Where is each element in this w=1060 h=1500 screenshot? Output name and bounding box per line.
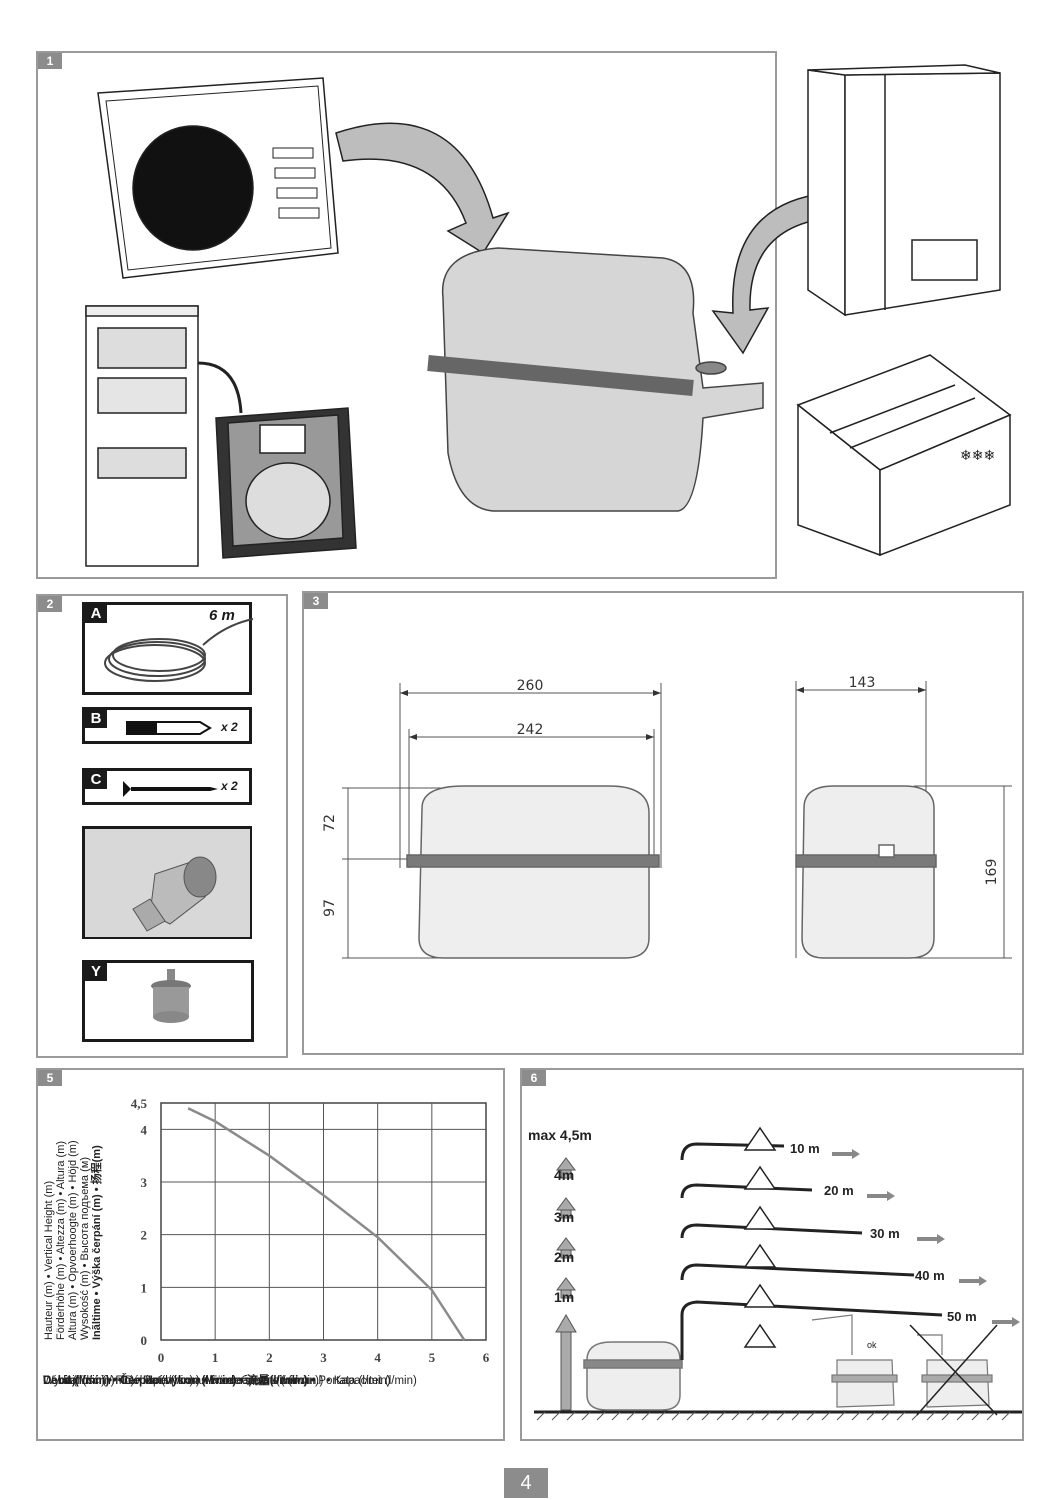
- dimension-97-label: 97: [322, 899, 338, 917]
- plug-icon: [151, 969, 191, 1023]
- y-tick-label: 1: [141, 1280, 148, 1295]
- ok-label: ok: [867, 1340, 877, 1350]
- height-label-4m: 4m: [554, 1167, 574, 1183]
- kit-item-screws: C x 2: [82, 768, 252, 805]
- x-tick-label: 3: [320, 1350, 327, 1365]
- incorrect-installation-icon: [917, 1334, 993, 1408]
- x-axis-label-line: Débit (l/min) • Flow Rate (l/mn) • Förde…: [43, 1375, 391, 1387]
- flow-curve-line: [187, 1107, 466, 1341]
- item-letter: C: [85, 771, 107, 789]
- hose-coil-icon: [104, 618, 254, 682]
- cross-icon: [909, 1324, 998, 1416]
- dimension-72-label: 72: [322, 814, 338, 832]
- distance-label-20m: 20 m: [824, 1183, 854, 1198]
- panel-number: 5: [38, 1070, 62, 1086]
- kit-item-wall-plugs: B x 2: [82, 707, 252, 744]
- distance-label-10m: 10 m: [790, 1141, 820, 1156]
- x-tick-label: 2: [266, 1350, 273, 1365]
- panel-number: 6: [522, 1070, 546, 1086]
- flow-arrow-icon: [335, 122, 510, 255]
- warning-icon: [743, 1126, 777, 1348]
- y-tick-label: 4,5: [131, 1096, 148, 1111]
- x-tick-label: 6: [483, 1350, 490, 1365]
- quantity-label: x 2: [221, 779, 238, 793]
- y-tick-label: 2: [141, 1228, 148, 1243]
- x-axis-label-line: Wydajność (l/min) • Пропускная способнос…: [43, 1375, 319, 1387]
- screw-icon: [123, 781, 218, 797]
- dimension-143-label: 143: [849, 675, 876, 691]
- console-heater-illustration: [85, 305, 243, 567]
- pump-icon: [583, 1341, 683, 1411]
- applications-illustration: [85, 77, 829, 567]
- refrigerated-display-illustration: ❄❄❄: [796, 354, 1012, 557]
- distance-label-50m: 50 m: [947, 1309, 977, 1324]
- panel-number: 3: [304, 593, 328, 609]
- boiler-illustration: [807, 64, 1001, 317]
- performance-chart: 0 1 2 3 4 5 6 0 1 2 3 4 4,5: [131, 1096, 490, 1365]
- hose-length-label: 6 m: [209, 607, 235, 624]
- panel-2-kit-contents: 2 A 6 m B x 2 C x 2 X: [36, 594, 288, 1058]
- outdoor-ac-unit-illustration: [97, 77, 339, 279]
- pump-front-view: [406, 785, 660, 959]
- adapter-icon: [85, 829, 250, 937]
- flow-arrow-icon: [711, 192, 829, 355]
- dimension-242-label: 242: [517, 722, 544, 738]
- x-tick-label: 4: [374, 1350, 381, 1365]
- condensate-pump-illustration: [427, 247, 764, 512]
- installation-diagram: max 4,5m 4m 3m 2m 1m: [528, 1126, 1022, 1421]
- panel-number: 2: [38, 596, 62, 612]
- item-letter: B: [85, 710, 107, 728]
- panel-1-applications: 1: [36, 51, 829, 579]
- pump-side-view: [795, 785, 937, 959]
- x-axis-label-line: Debit (l/min) • Čerpací výkon (l/min) • …: [43, 1375, 308, 1387]
- height-label-2m: 2m: [554, 1249, 574, 1265]
- item-letter: Y: [85, 963, 107, 981]
- max-height-label: max 4,5m: [528, 1127, 592, 1143]
- distance-label-40m: 40 m: [915, 1268, 945, 1283]
- x-axis-label-line: Caudal (l/min) • Débito (l/min) • Afvoer…: [43, 1375, 417, 1387]
- x-tick-label: 1: [212, 1350, 219, 1365]
- wall-plug-icon: [126, 721, 212, 735]
- panel-3-dimensions: 3: [302, 591, 1024, 1055]
- kit-item-plug: Y: [82, 960, 254, 1042]
- quantity-label: x 2: [221, 720, 238, 734]
- dimension-drawing: 260 242 72 97 143 169: [322, 675, 1012, 959]
- dimension-169-label: 169: [984, 859, 1000, 886]
- kit-item-hose: A 6 m: [82, 602, 254, 695]
- height-label-3m: 3m: [554, 1209, 574, 1225]
- panel-number: 1: [38, 53, 62, 69]
- y-tick-label: 3: [141, 1175, 148, 1190]
- kit-item-adapter: X: [82, 826, 252, 939]
- y-tick-label: 0: [141, 1333, 148, 1348]
- condensate-tray-illustration: [215, 407, 357, 559]
- panel-5-performance-curve: 5 Hauteur (m) • Vertical Height (m) Förd…: [36, 1068, 505, 1441]
- dimension-260-label: 260: [517, 678, 544, 694]
- item-letter: A: [85, 605, 107, 623]
- panel-6-installation-limits: 6 max 4,5m 4m 3m 2m 1m: [520, 1068, 1024, 1441]
- y-tick-label: 4: [141, 1122, 148, 1137]
- svg-text:❄❄❄: ❄❄❄: [960, 448, 995, 464]
- distance-label-30m: 30 m: [870, 1226, 900, 1241]
- page-number: 4: [504, 1468, 548, 1498]
- x-tick-label: 5: [429, 1350, 436, 1365]
- height-label-1m: 1m: [554, 1289, 574, 1305]
- correct-installation-icon: [811, 1314, 898, 1408]
- x-tick-label: 0: [158, 1350, 165, 1365]
